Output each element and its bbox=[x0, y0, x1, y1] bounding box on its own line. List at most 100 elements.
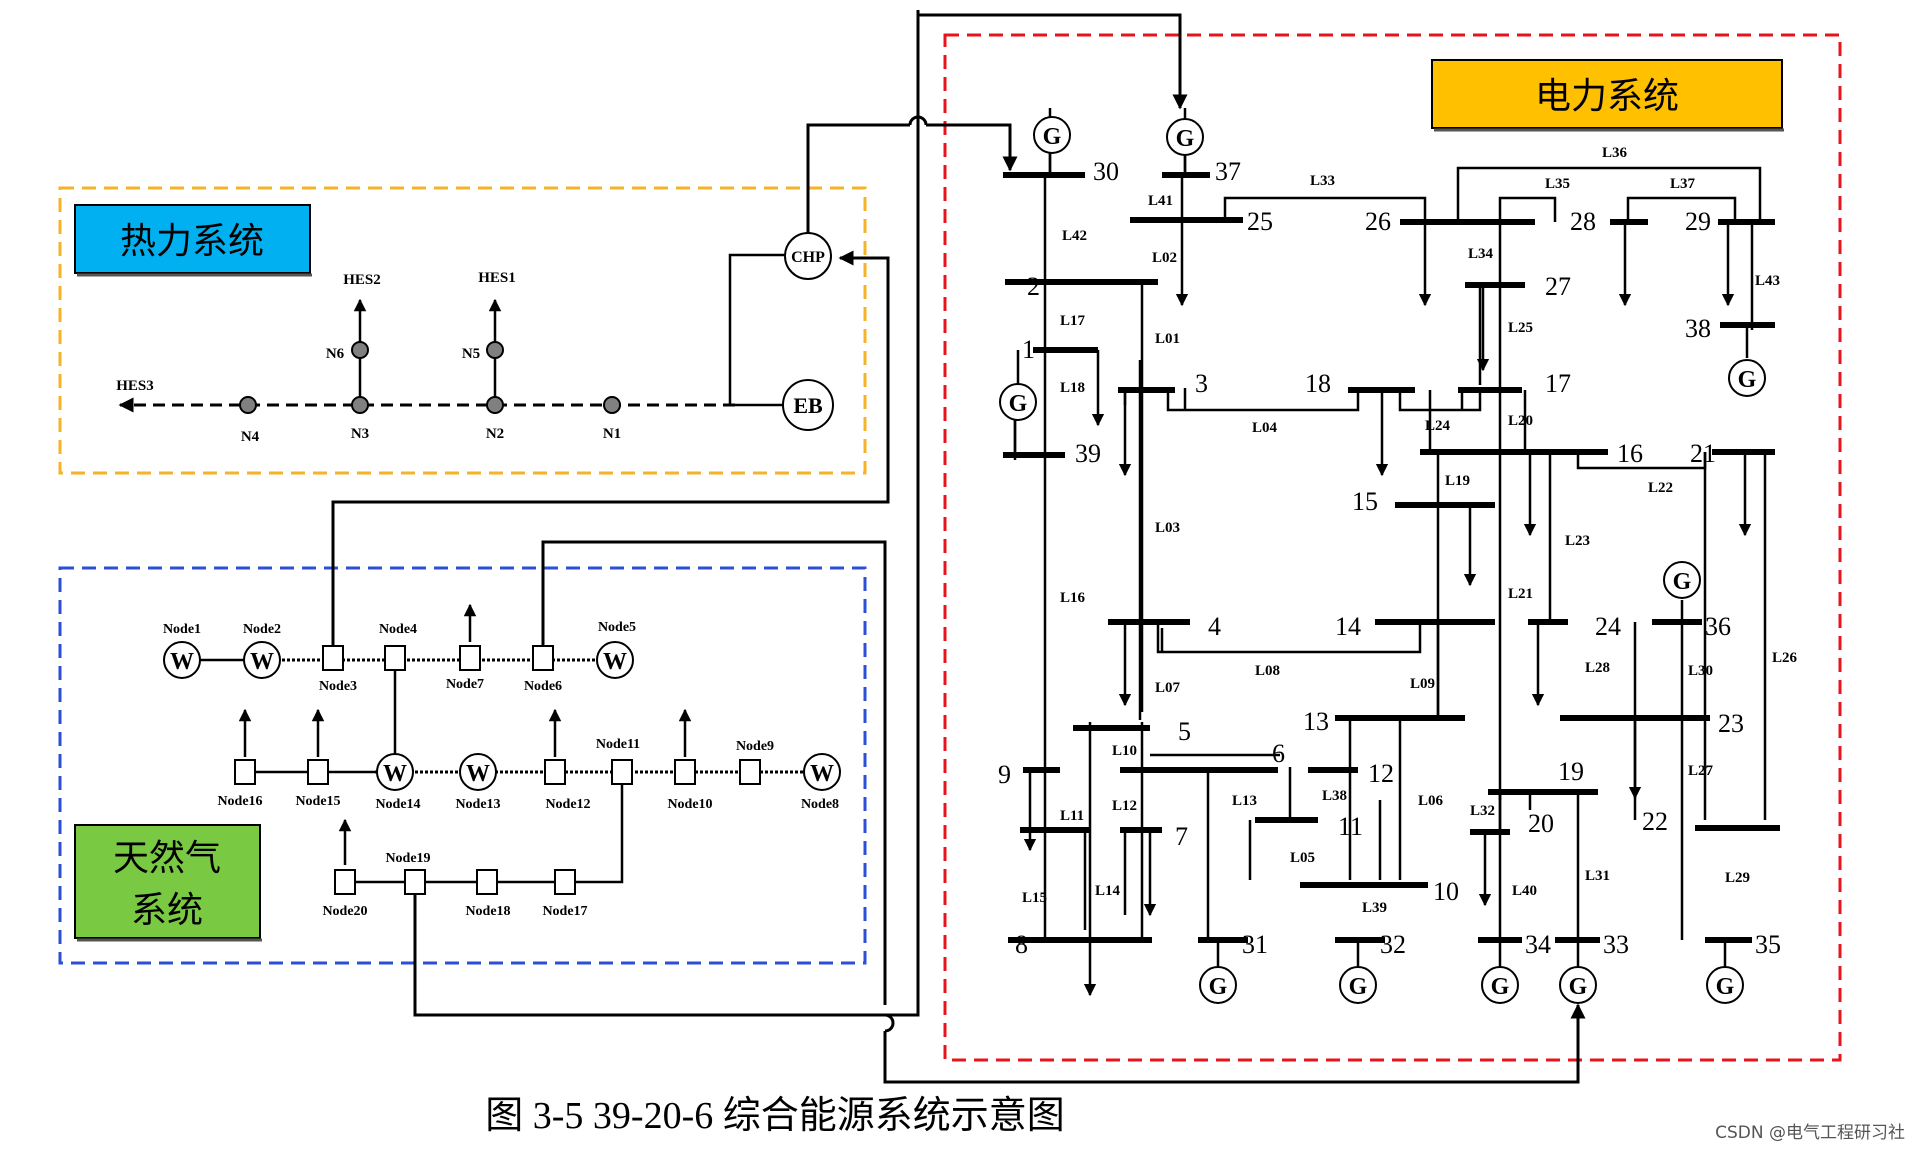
svg-text:12: 12 bbox=[1368, 759, 1394, 788]
svg-text:20: 20 bbox=[1528, 809, 1554, 838]
svg-text:W: W bbox=[170, 649, 194, 675]
svg-text:27: 27 bbox=[1545, 272, 1571, 301]
svg-text:Node8: Node8 bbox=[801, 797, 839, 812]
svg-text:L05: L05 bbox=[1290, 850, 1315, 866]
svg-text:CHP: CHP bbox=[791, 249, 825, 266]
svg-text:W: W bbox=[250, 649, 274, 675]
svg-text:W: W bbox=[383, 761, 407, 787]
watermark: CSDN @电气工程研习社 bbox=[1715, 1123, 1905, 1143]
svg-text:17: 17 bbox=[1545, 369, 1571, 398]
svg-text:L11: L11 bbox=[1060, 808, 1084, 824]
svg-text:热力系统: 热力系统 bbox=[120, 221, 264, 262]
svg-text:G: G bbox=[1738, 367, 1757, 393]
svg-text:G: G bbox=[1491, 974, 1510, 1000]
svg-text:25: 25 bbox=[1247, 207, 1273, 236]
svg-text:HES3: HES3 bbox=[116, 378, 154, 394]
svg-text:2: 2 bbox=[1027, 272, 1040, 301]
svg-text:G: G bbox=[1009, 391, 1028, 417]
svg-text:系统: 系统 bbox=[131, 890, 203, 931]
svg-text:14: 14 bbox=[1335, 612, 1361, 641]
svg-text:Node3: Node3 bbox=[319, 679, 357, 694]
svg-text:L40: L40 bbox=[1512, 883, 1537, 899]
svg-text:10: 10 bbox=[1433, 877, 1459, 906]
heat-nodes: N1 N2 N3 N4 N5 N6 HES1 HES2 HES3 bbox=[116, 270, 621, 445]
generators: G G G G G G G G G G bbox=[999, 116, 1766, 1004]
line-labels: L01 L02 L03 L04 L05 L06 L07 L08 L09 L10 … bbox=[1022, 145, 1798, 916]
svg-text:Node11: Node11 bbox=[596, 737, 640, 752]
eb-unit: EB bbox=[782, 379, 834, 431]
svg-text:N6: N6 bbox=[326, 346, 345, 362]
heat-system-title: 热力系统 bbox=[74, 204, 312, 277]
svg-text:L31: L31 bbox=[1585, 868, 1610, 884]
power-buses bbox=[1003, 172, 1780, 943]
svg-text:30: 30 bbox=[1093, 157, 1119, 186]
svg-text:L06: L06 bbox=[1418, 793, 1444, 809]
svg-text:19: 19 bbox=[1558, 757, 1584, 786]
svg-text:Node12: Node12 bbox=[545, 797, 590, 812]
svg-text:L20: L20 bbox=[1508, 413, 1533, 429]
svg-text:W: W bbox=[810, 761, 834, 787]
svg-text:16: 16 bbox=[1617, 439, 1643, 468]
svg-text:32: 32 bbox=[1380, 930, 1406, 959]
svg-text:9: 9 bbox=[998, 760, 1011, 789]
svg-text:L19: L19 bbox=[1445, 473, 1470, 489]
svg-text:L38: L38 bbox=[1322, 788, 1347, 804]
svg-text:G: G bbox=[1043, 124, 1062, 150]
gas-node-labels: Node1 Node2 Node3 Node4 Node5 Node6 Node… bbox=[163, 620, 839, 919]
gas-network bbox=[182, 603, 820, 884]
svg-text:Node19: Node19 bbox=[385, 851, 430, 866]
load-arrows bbox=[1023, 220, 1752, 997]
svg-text:N5: N5 bbox=[462, 346, 480, 362]
svg-text:L33: L33 bbox=[1310, 173, 1335, 189]
svg-text:33: 33 bbox=[1603, 930, 1629, 959]
svg-text:28: 28 bbox=[1570, 207, 1596, 236]
svg-text:G: G bbox=[1349, 974, 1368, 1000]
heat-system-boundary bbox=[58, 186, 867, 475]
svg-text:L24: L24 bbox=[1425, 418, 1451, 434]
power-system-title: 电力系统 bbox=[1431, 59, 1784, 132]
svg-text:Node9: Node9 bbox=[736, 739, 774, 754]
svg-text:Node6: Node6 bbox=[524, 679, 562, 694]
gas-junctions bbox=[234, 645, 761, 895]
chp-unit: CHP bbox=[784, 232, 832, 280]
gas-wells: W W W W W W bbox=[163, 641, 841, 791]
svg-text:36: 36 bbox=[1705, 612, 1731, 641]
svg-text:Node10: Node10 bbox=[667, 797, 712, 812]
svg-text:L42: L42 bbox=[1062, 228, 1087, 244]
svg-text:29: 29 bbox=[1685, 207, 1711, 236]
svg-text:HES1: HES1 bbox=[478, 270, 516, 286]
svg-text:11: 11 bbox=[1338, 812, 1363, 841]
svg-text:L14: L14 bbox=[1095, 883, 1121, 899]
svg-text:8: 8 bbox=[1015, 930, 1028, 959]
coupling-lines bbox=[331, 10, 1586, 1084]
svg-text:L10: L10 bbox=[1112, 743, 1137, 759]
svg-text:5: 5 bbox=[1178, 717, 1191, 746]
svg-text:L41: L41 bbox=[1148, 193, 1173, 209]
svg-text:21: 21 bbox=[1690, 439, 1716, 468]
svg-text:Node18: Node18 bbox=[465, 904, 510, 919]
svg-text:L08: L08 bbox=[1255, 663, 1280, 679]
svg-text:31: 31 bbox=[1242, 930, 1268, 959]
svg-text:L37: L37 bbox=[1670, 176, 1696, 192]
svg-text:L07: L07 bbox=[1155, 680, 1181, 696]
svg-text:L17: L17 bbox=[1060, 313, 1086, 329]
svg-text:L04: L04 bbox=[1252, 420, 1278, 436]
svg-text:L16: L16 bbox=[1060, 590, 1086, 606]
svg-text:L27: L27 bbox=[1688, 763, 1714, 779]
svg-text:1: 1 bbox=[1022, 335, 1035, 364]
svg-text:15: 15 bbox=[1352, 487, 1378, 516]
svg-text:L12: L12 bbox=[1112, 798, 1137, 814]
svg-text:4: 4 bbox=[1208, 612, 1221, 641]
svg-text:24: 24 bbox=[1595, 612, 1621, 641]
svg-text:Node13: Node13 bbox=[455, 797, 500, 812]
svg-text:23: 23 bbox=[1718, 709, 1744, 738]
svg-text:G: G bbox=[1569, 974, 1588, 1000]
svg-text:L23: L23 bbox=[1565, 533, 1590, 549]
svg-text:HES2: HES2 bbox=[343, 272, 381, 288]
svg-text:L32: L32 bbox=[1470, 803, 1495, 819]
svg-text:26: 26 bbox=[1365, 207, 1391, 236]
svg-text:Node20: Node20 bbox=[322, 904, 367, 919]
svg-text:L36: L36 bbox=[1602, 145, 1628, 161]
svg-text:L35: L35 bbox=[1545, 176, 1570, 192]
